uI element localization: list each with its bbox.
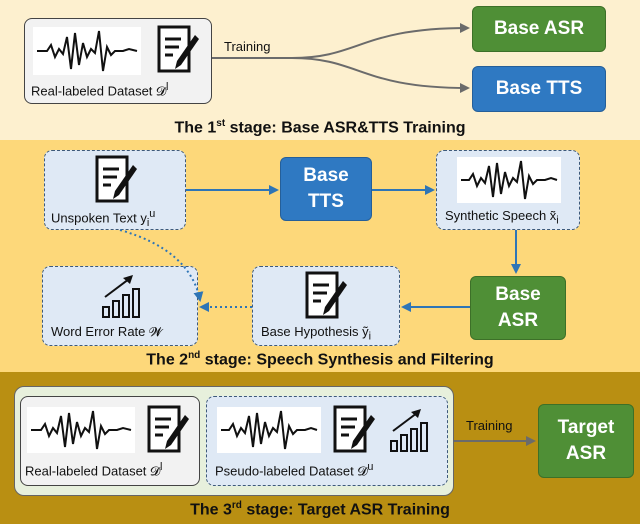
stage1-edge-to-asr [291,23,470,59]
stage3-title: The 3rd stage: Target ASR Training [190,500,450,519]
stage2-base-tts-box: Base TTS [280,157,372,221]
edge-text-to-wer [119,229,204,302]
waveform-icon [217,407,321,453]
stage1-edge-to-tts [291,57,470,93]
base-hypothesis-box: Base Hypothesis ỹi [252,266,400,346]
waveform-icon [27,407,135,453]
stage1-base-tts-box: Base TTS [472,66,606,112]
stage1-title: The 1st stage: Base ASR&TTS Training [174,118,466,137]
target-asr-box: Target ASR [538,404,634,478]
stage3-training-label: Training [466,418,513,433]
word-error-rate-label: Word Error Rate 𝓦 [51,324,163,339]
stage2-base-asr-box: Base ASR [470,276,566,340]
stage1-base-asr-box: Base ASR [472,6,606,52]
stage3-pseudo-dataset-label: Pseudo-labeled Dataset 𝓓u [215,461,374,479]
document-pen-icon [305,271,347,319]
document-pen-icon [333,405,375,453]
document-pen-icon [95,155,137,203]
stage1-training-label: Training [224,39,271,54]
unspoken-text-box: Unspoken Text yiu [44,150,186,230]
synthetic-speech-box: Synthetic Speech x̃i [436,150,580,230]
stage1-real-dataset-box: Real-labeled Dataset 𝓓l [24,18,212,104]
stage2-title: The 2nd stage: Speech Synthesis and Filt… [146,350,494,369]
word-error-rate-box: Word Error Rate 𝓦 [42,266,198,346]
base-hypothesis-label: Base Hypothesis ỹi [261,324,372,343]
document-pen-icon [147,405,189,453]
document-pen-icon [157,25,199,73]
waveform-icon [457,157,561,203]
stage1-dataset-label: Real-labeled Dataset 𝓓l [31,81,169,99]
bar-chart-trend-icon [102,275,140,318]
synthetic-speech-label: Synthetic Speech x̃i [445,208,559,227]
stage3-real-dataset-box: Real-labeled Dataset 𝓓l [20,396,200,486]
waveform-icon [33,27,141,75]
stage3-real-dataset-label: Real-labeled Dataset 𝓓l [25,461,163,479]
bar-chart-trend-icon [390,409,428,452]
stage3-pseudo-dataset-box: Pseudo-labeled Dataset 𝓓u [206,396,448,486]
unspoken-text-label: Unspoken Text yiu [51,208,156,229]
